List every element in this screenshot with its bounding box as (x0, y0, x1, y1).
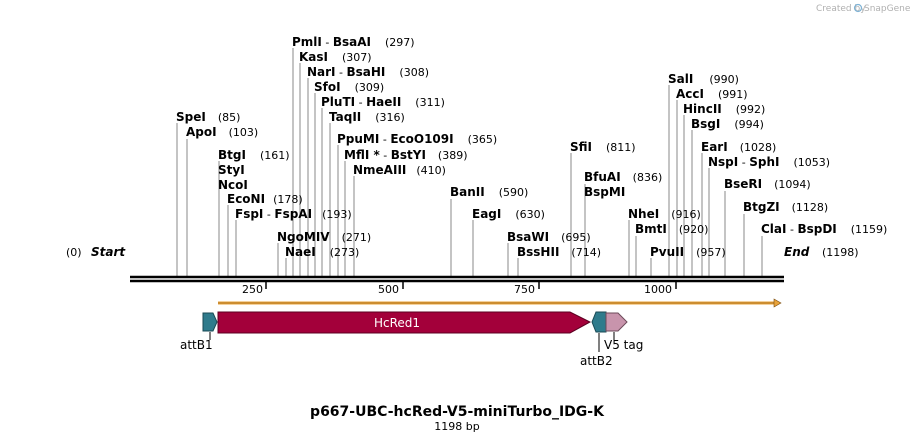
tick-1000: 1000 (644, 283, 672, 296)
site-label[interactable]: KasI(307) (299, 50, 372, 64)
feature-attb1[interactable]: attB1 (180, 312, 218, 352)
start-position: (0) (66, 246, 82, 259)
site-label[interactable]: StyI (218, 163, 245, 177)
site-label[interactable]: TaqII(316) (329, 110, 405, 124)
site-label[interactable]: EcoNI(178) (227, 192, 303, 206)
site-label[interactable]: SfoI(309) (314, 80, 384, 94)
site-label[interactable]: NarI - BsaHI(308) (307, 65, 429, 79)
plasmid-title: p667-UBC-hcRed-V5-miniTurbo_IDG-K (310, 404, 605, 420)
site-label[interactable]: ApoI(103) (186, 125, 258, 139)
site-label[interactable]: BssHII(714) (517, 245, 601, 259)
site-label[interactable]: BfuAI(836) (584, 170, 662, 184)
tick-500: 500 (378, 283, 399, 296)
site-label[interactable]: BanII(590) (450, 185, 528, 199)
site-label[interactable]: BsgI(994) (691, 117, 764, 131)
v5-tag-label: V5 tag (604, 338, 643, 352)
snapgene-brand: SnapGene (864, 4, 911, 14)
site-label[interactable]: PluTI - HaeII(311) (321, 95, 445, 109)
site-label[interactable]: MflI * - BstYI(389) (344, 148, 468, 162)
attb1-label: attB1 (180, 338, 213, 352)
plasmid-length: 1198 bp (434, 420, 479, 433)
site-label[interactable]: SpeI(85) (176, 110, 240, 124)
site-label[interactable]: NspI - SphI(1053) (708, 155, 830, 169)
end-label: End (784, 245, 810, 259)
site-label[interactable]: EarI(1028) (701, 140, 776, 154)
tick-250: 250 (242, 283, 263, 296)
created-by-text: Created by (816, 4, 866, 14)
site-label[interactable]: BmtI(920) (635, 222, 708, 236)
site-leaders (176, 48, 763, 277)
site-label[interactable]: ClaI - BspDI(1159) (761, 222, 887, 236)
site-label[interactable]: SalI(990) (668, 72, 739, 86)
site-label[interactable]: NheI(916) (628, 207, 701, 221)
site-label[interactable]: PvuII(957) (650, 245, 726, 259)
site-label[interactable]: BseRI(1094) (724, 177, 811, 191)
site-label[interactable]: BtgZI(1128) (743, 200, 828, 214)
end-position: (1198) (822, 246, 859, 259)
site-label[interactable]: EagI(630) (472, 207, 545, 221)
site-label[interactable]: AccI(991) (676, 87, 748, 101)
site-label[interactable]: HincII(992) (683, 102, 765, 116)
start-label: Start (91, 245, 126, 259)
feature-attb2[interactable]: attB2 (580, 311, 613, 368)
site-label[interactable]: PpuMI - EcoO109I(365) (337, 132, 497, 146)
snapgene-logo-icon (853, 3, 863, 13)
sequence-backbone (130, 275, 784, 283)
feature-v5-tag[interactable]: V5 tag (604, 312, 643, 352)
site-label[interactable]: BtgI(161) (218, 148, 290, 162)
site-label[interactable]: SfiI(811) (570, 140, 636, 154)
tick-750: 750 (514, 283, 535, 296)
site-label[interactable]: NcoI (218, 178, 248, 192)
feature-hcred1[interactable]: HcRed1 (217, 311, 592, 334)
site-label[interactable]: BsaWI(695) (507, 230, 591, 244)
attb2-label: attB2 (580, 354, 613, 368)
site-label[interactable]: NgoMIV(271) (277, 230, 371, 244)
site-label[interactable]: BspMI (584, 185, 625, 199)
hcred1-label: HcRed1 (374, 316, 420, 330)
site-label[interactable]: FspI - FspAI(193) (235, 207, 352, 221)
site-label[interactable]: NaeI(273) (285, 245, 359, 259)
site-label[interactable]: PmlI - BsaAI(297) (292, 35, 415, 49)
site-label[interactable]: NmeAIII(410) (353, 163, 446, 177)
ruler: 250 500 750 1000 (242, 282, 677, 296)
restriction-sites: SpeI(85) ApoI(103) BtgI(161) StyI NcoI E… (176, 35, 887, 259)
orf-arrow[interactable] (218, 298, 782, 308)
